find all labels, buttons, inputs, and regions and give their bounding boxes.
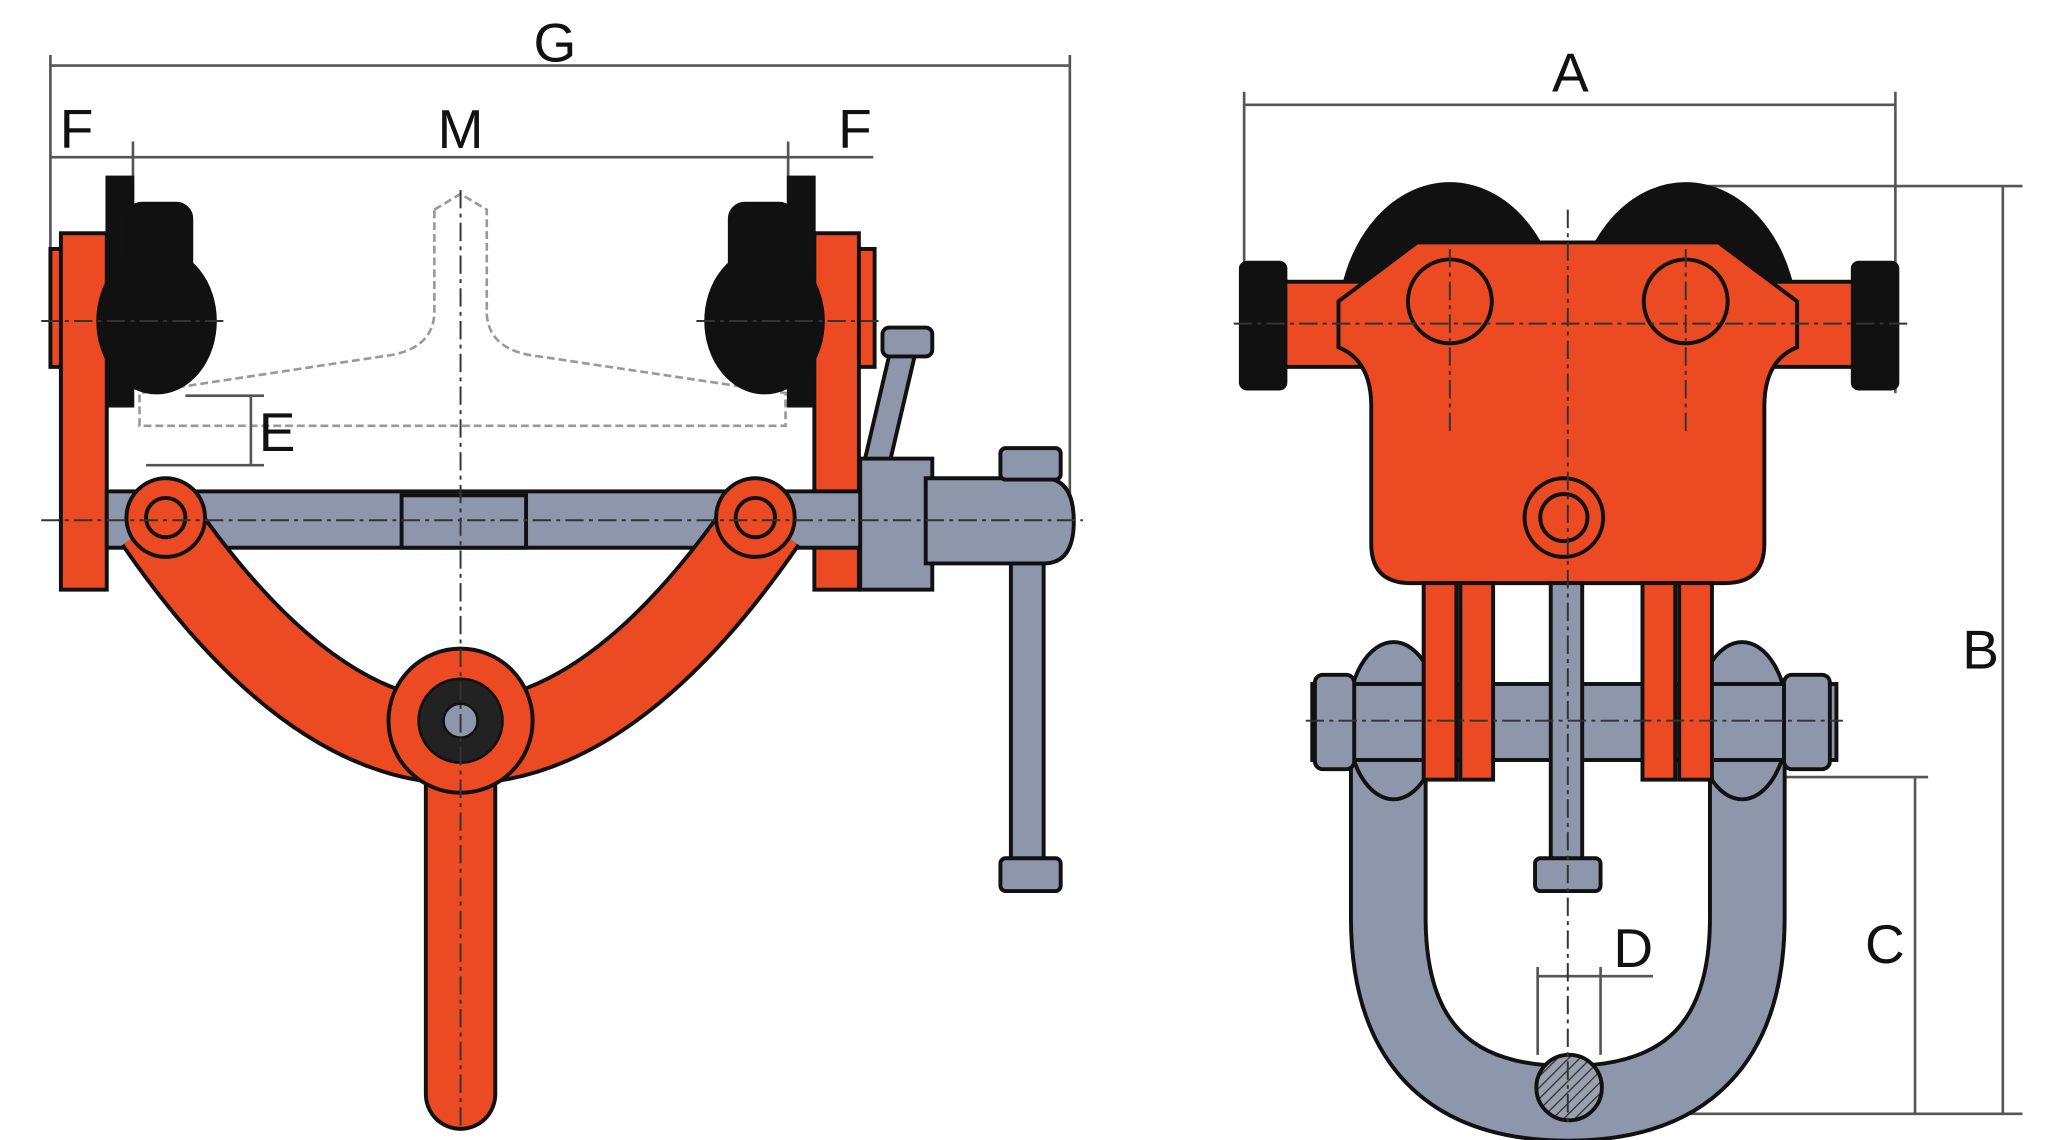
left-side-plate — [58, 231, 109, 592]
adjuster-handle — [1008, 561, 1046, 867]
leg-left-outer — [1421, 581, 1459, 782]
dimension-e: E — [146, 394, 296, 467]
label-m: M — [438, 98, 484, 160]
lower-boss — [1522, 476, 1606, 559]
link-arm-head — [880, 325, 935, 359]
right-pivot-pin — [733, 495, 778, 540]
label-b: B — [1962, 618, 1999, 680]
dimension-m-f: F M F — [50, 98, 874, 210]
left-pivot-pin — [144, 495, 188, 540]
dimension-g: G — [49, 12, 1072, 525]
dimension-c: C — [1770, 775, 1929, 1114]
dimension-d: D — [1536, 917, 1653, 1055]
leg-right-outer — [1677, 581, 1714, 782]
dimension-b: B — [1574, 184, 2023, 1116]
label-g: G — [533, 12, 576, 74]
left-end-cap — [1238, 260, 1288, 391]
label-f-right: F — [838, 98, 872, 160]
load-pin-section — [1534, 1052, 1604, 1123]
handle-top-cap — [998, 446, 1063, 482]
center-pin-rod — [1548, 581, 1585, 867]
front-view: A B C — [1233, 42, 2023, 1140]
label-c: C — [1865, 913, 1905, 975]
label-a: A — [1552, 42, 1589, 104]
leg-left-inner — [1458, 581, 1496, 782]
lower-bolt — [1538, 492, 1590, 544]
shaft-coupling — [399, 493, 529, 550]
beam-outline — [138, 192, 787, 428]
right-end-cap — [1850, 260, 1900, 391]
leg-right-inner — [1640, 581, 1678, 782]
handle-bottom-cap — [998, 856, 1063, 893]
label-d: D — [1613, 917, 1653, 979]
adjuster-block — [858, 456, 935, 592]
side-view: G F M F E — [41, 12, 1083, 1131]
bolt-nut — [1782, 672, 1832, 772]
bolt-head — [1312, 672, 1357, 772]
label-e: E — [259, 401, 296, 463]
label-f-left: F — [60, 98, 94, 160]
link-arm — [867, 335, 917, 464]
